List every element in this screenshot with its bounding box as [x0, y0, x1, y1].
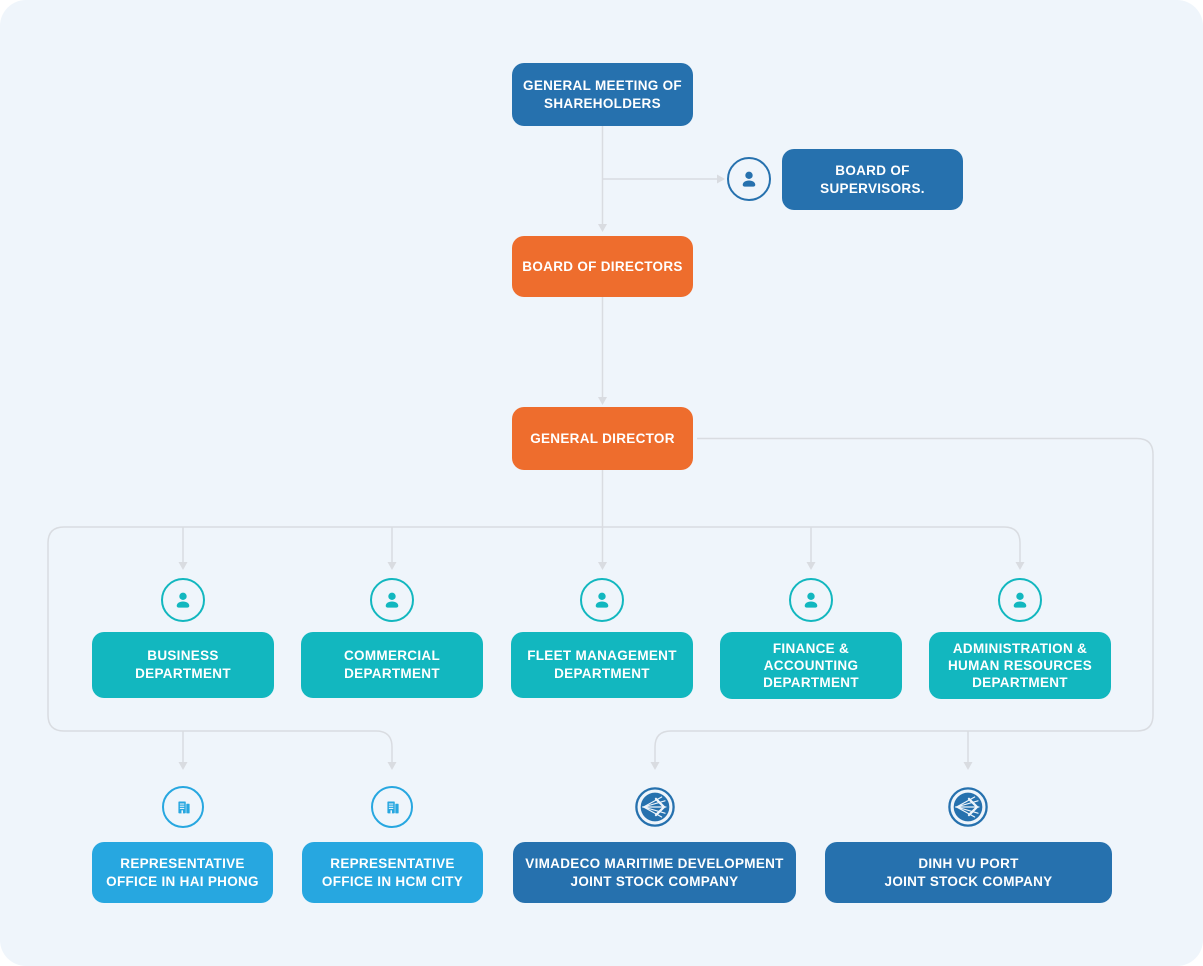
- node-general-meeting-of-shareholders: GENERAL MEETING OF SHAREHOLDERS: [512, 63, 693, 126]
- person-icon: [804, 592, 818, 608]
- subsidiary-logo: [947, 786, 989, 828]
- person-icon: [742, 171, 756, 187]
- department-avatar: [161, 578, 205, 622]
- office-avatar: [371, 786, 413, 828]
- department-avatar: [789, 578, 833, 622]
- node-board-of-directors: BOARD OF DIRECTORS: [512, 236, 693, 297]
- node-fleet-management-department: FLEET MANAGEMENT DEPARTMENT: [511, 632, 693, 698]
- node-board-of-supervisors: BOARD OF SUPERVISORS.: [782, 149, 963, 210]
- node-general-director: GENERAL DIRECTOR: [512, 407, 693, 470]
- node-dinh-vu-port: DINH VU PORT JOINT STOCK COMPANY: [825, 842, 1112, 903]
- node-representative-office-hai-phong: REPRESENTATIVE OFFICE IN HAI PHONG: [92, 842, 273, 903]
- person-icon: [385, 592, 399, 608]
- subsidiary-logo: [634, 786, 676, 828]
- department-avatar: [998, 578, 1042, 622]
- node-commercial-department: COMMERCIAL DEPARTMENT: [301, 632, 483, 698]
- node-representative-office-hcm-city: REPRESENTATIVE OFFICE IN HCM CITY: [302, 842, 483, 903]
- supervisors-avatar: [727, 157, 771, 201]
- person-icon: [1013, 592, 1027, 608]
- office-avatar: [162, 786, 204, 828]
- node-vimadeco-maritime-development: VIMADECO MARITIME DEVELOPMENT JOINT STOC…: [513, 842, 796, 903]
- person-icon: [176, 592, 190, 608]
- building-icon: [178, 801, 190, 814]
- node-administration-human-resources-department: ADMINISTRATION & HUMAN RESOURCES DEPARTM…: [929, 632, 1111, 699]
- company-logo-icon: [635, 787, 675, 827]
- node-finance-accounting-department: FINANCE & ACCOUNTING DEPARTMENT: [720, 632, 902, 699]
- department-avatar: [580, 578, 624, 622]
- building-icon: [387, 801, 399, 814]
- company-logo-icon: [948, 787, 988, 827]
- node-business-department: BUSINESS DEPARTMENT: [92, 632, 274, 698]
- department-avatar: [370, 578, 414, 622]
- person-icon: [595, 592, 609, 608]
